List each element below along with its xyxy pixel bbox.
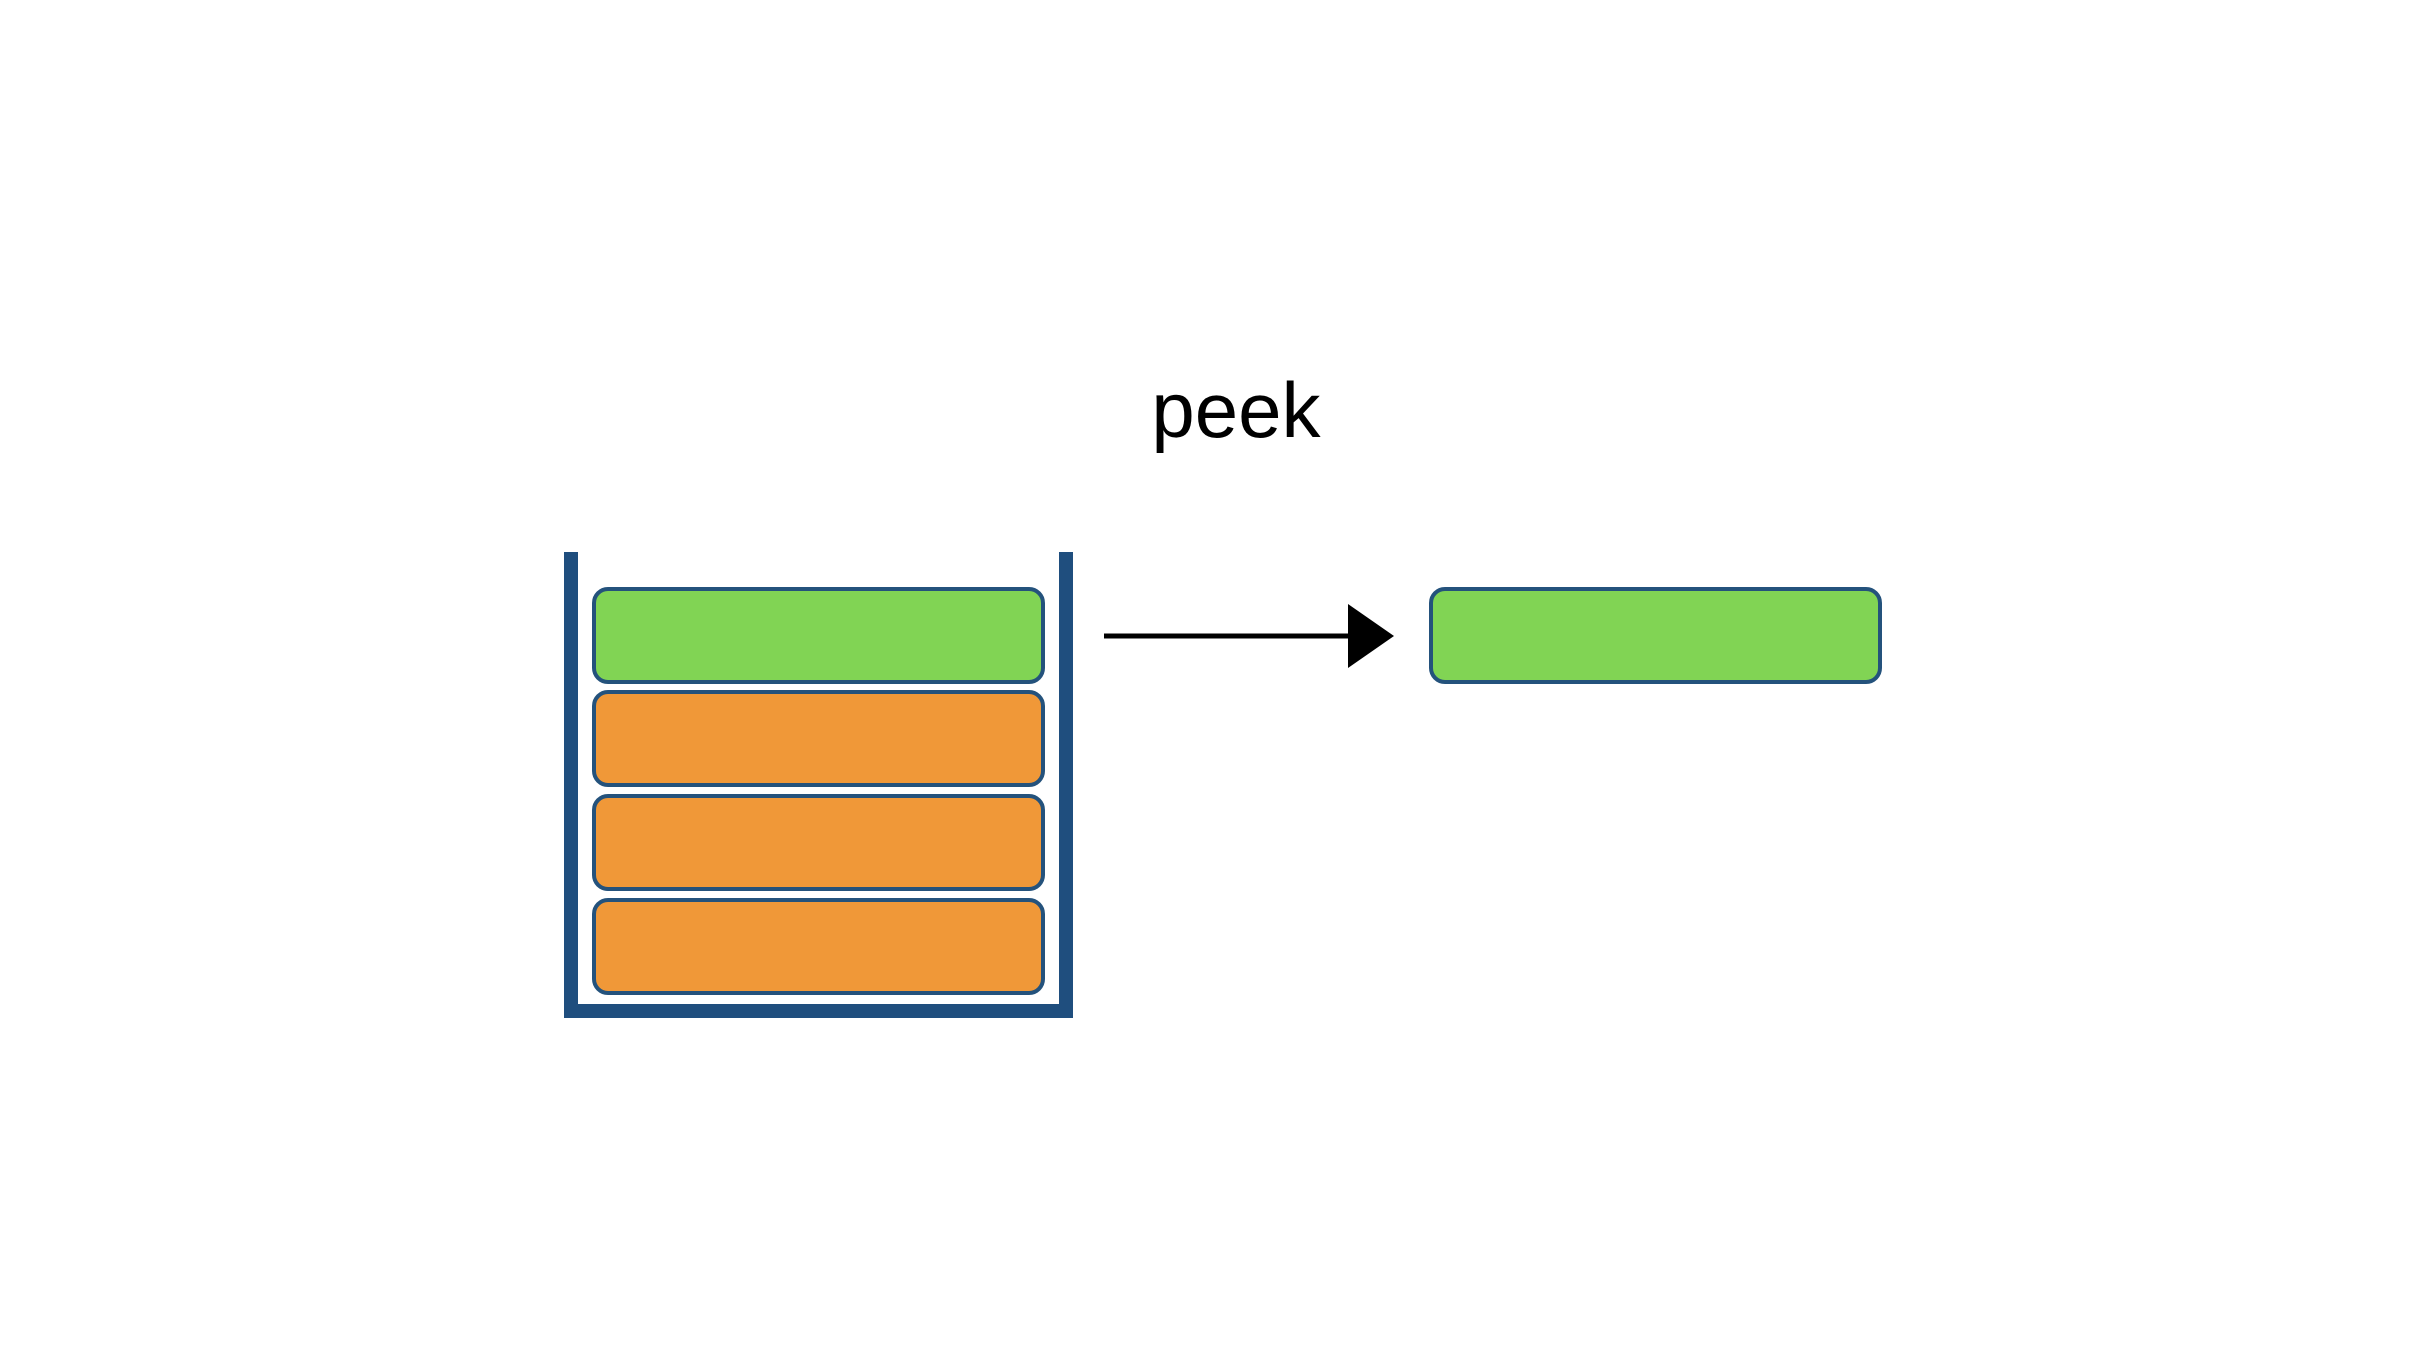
stack-item-top xyxy=(592,587,1045,684)
arrow-head xyxy=(1348,604,1394,668)
stack-items xyxy=(592,587,1045,995)
stack-item xyxy=(592,794,1045,891)
result-item xyxy=(1429,587,1882,684)
operation-label: peek xyxy=(1151,366,1321,454)
stack-item xyxy=(592,898,1045,995)
stack-container xyxy=(564,552,1073,1018)
stack-item xyxy=(592,690,1045,787)
